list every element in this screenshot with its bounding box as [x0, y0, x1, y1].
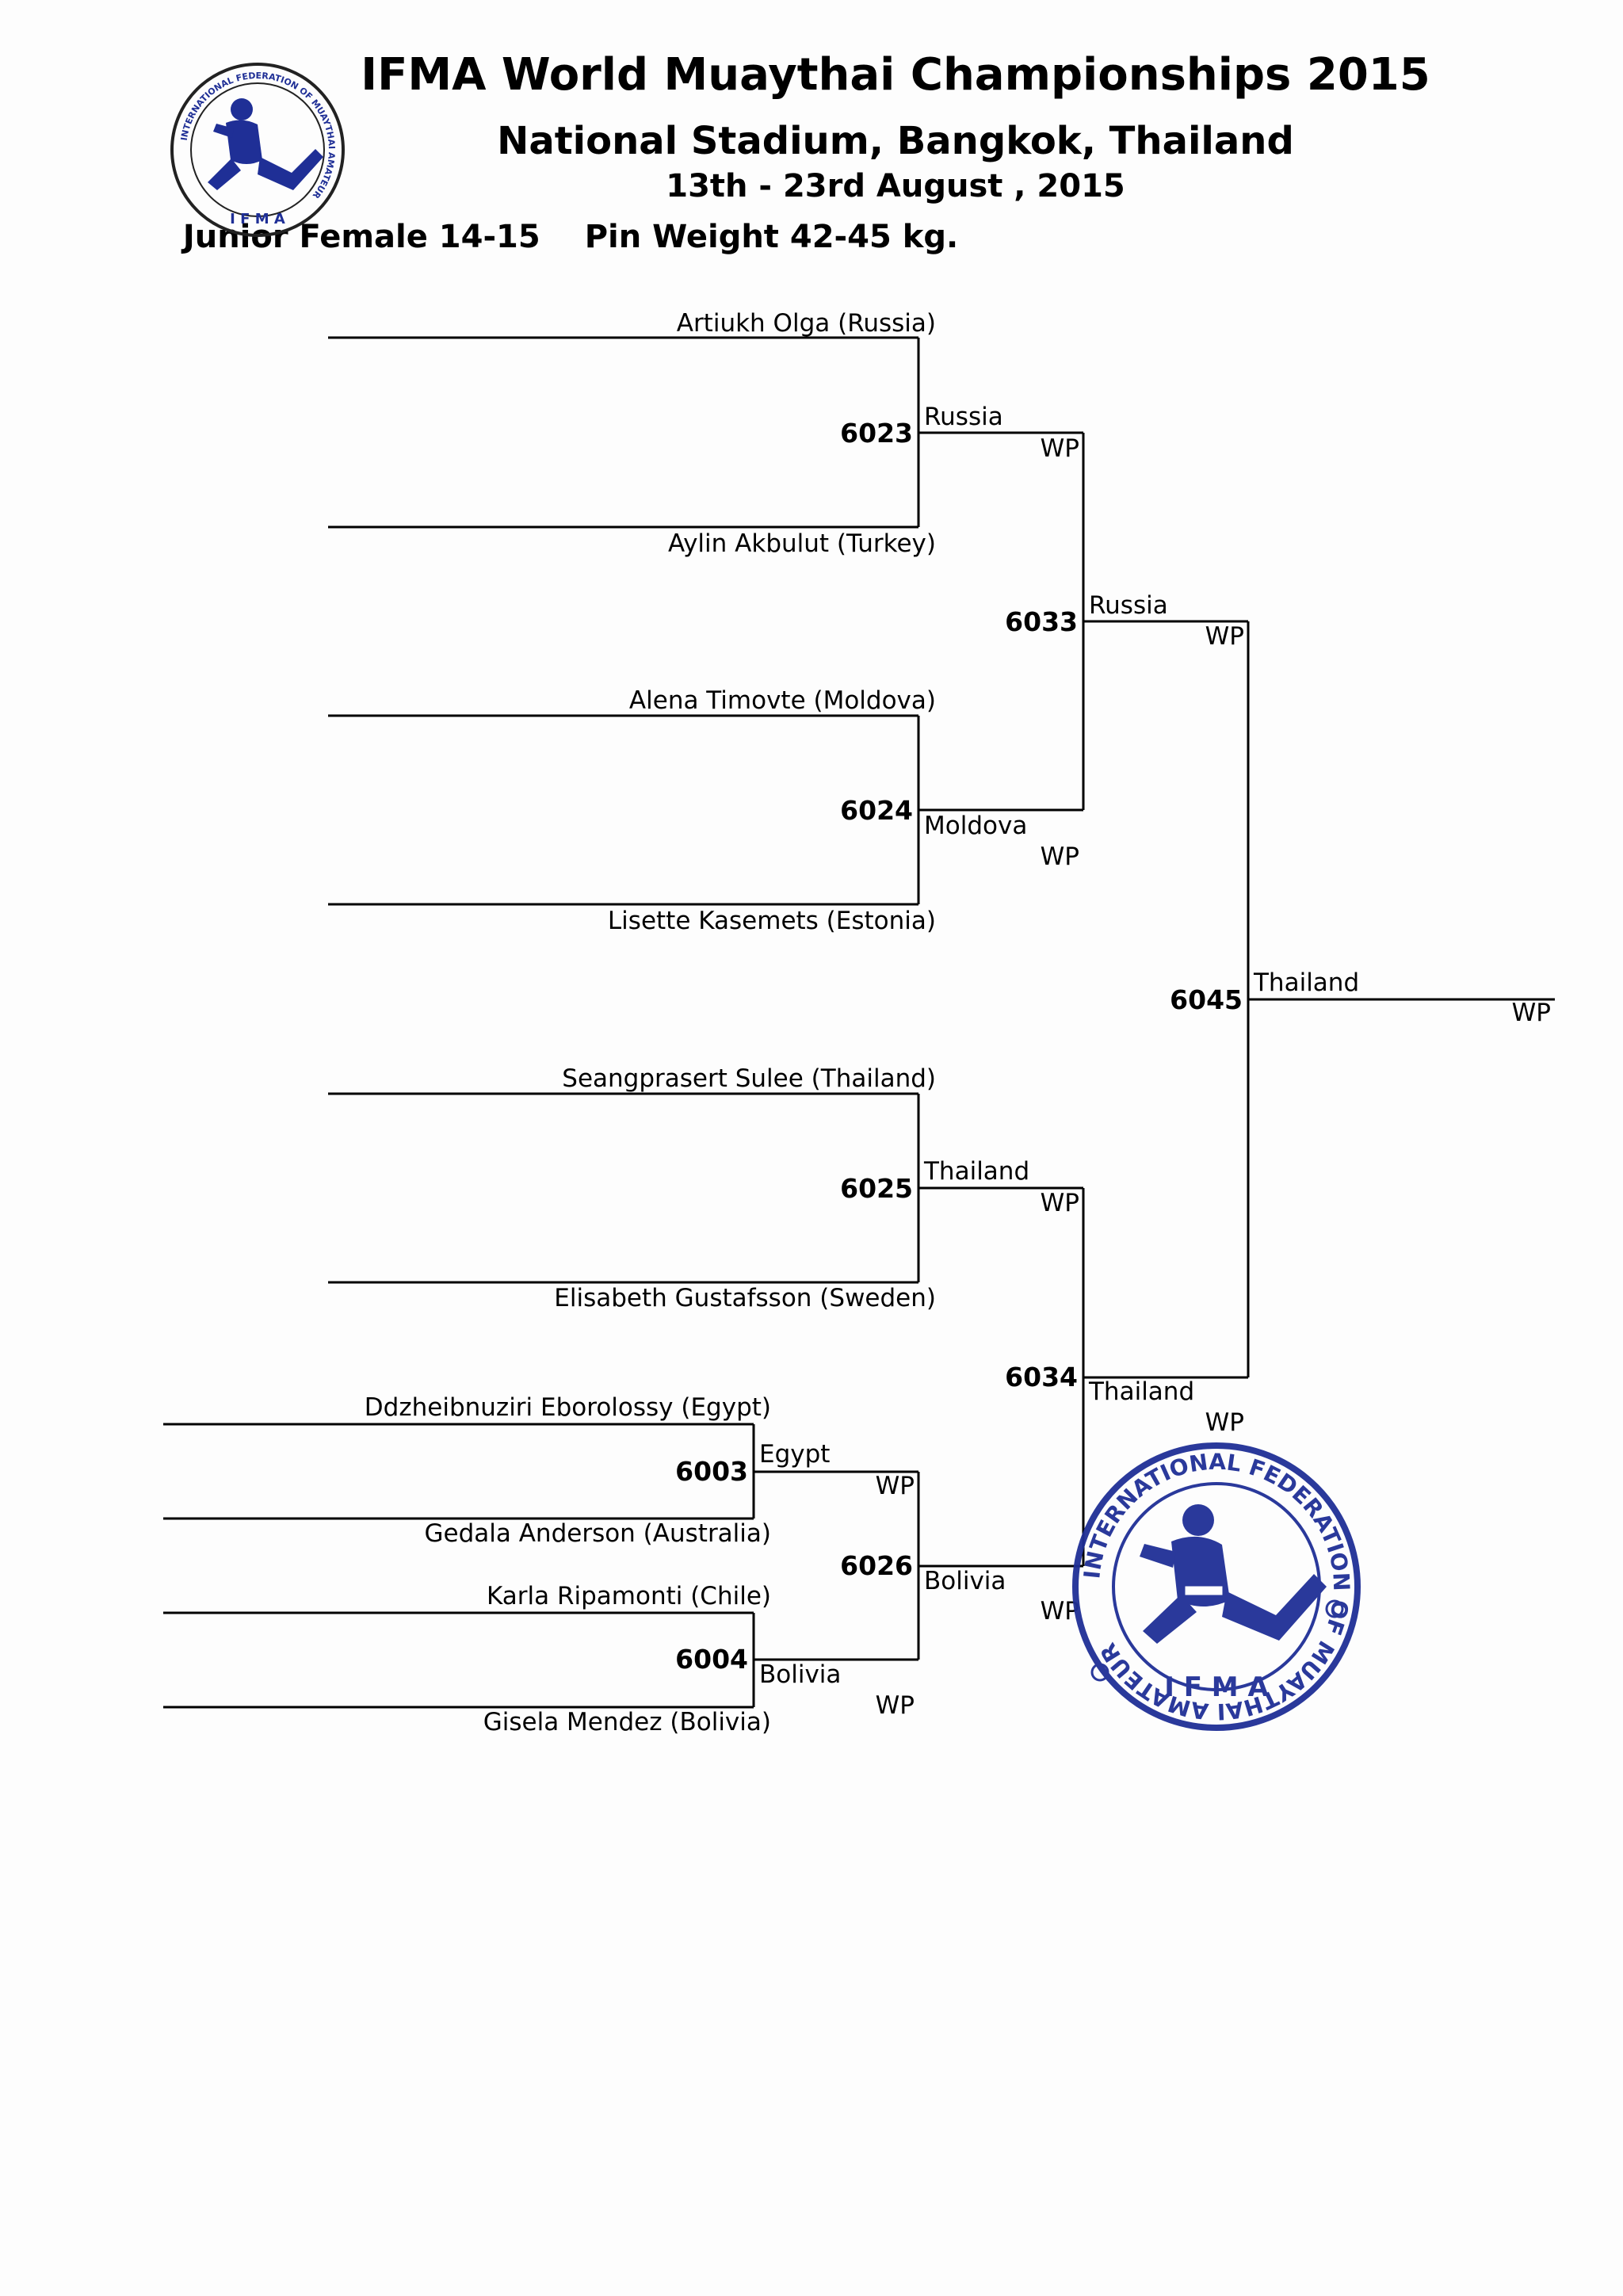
fighter-name: Lisette Kasemets (Estonia): [608, 907, 936, 935]
bout-winner: Bolivia: [759, 1660, 841, 1689]
fighter-name: Ddzheibnuziri Eborolossy (Egypt): [365, 1393, 771, 1422]
fighter-name: Gisela Mendez (Bolivia): [483, 1708, 771, 1736]
bout-result: WP: [876, 1472, 915, 1500]
fighter-name: Elisabeth Gustafsson (Sweden): [554, 1284, 936, 1312]
bout-number: 6023: [840, 418, 913, 449]
bout-result: WP: [1512, 999, 1551, 1027]
fighter-name: Alena Timovte (Moldova): [629, 686, 936, 715]
bout-6045: 6045 Thailand WP: [1170, 968, 1551, 1027]
bout-winner: Moldova: [924, 812, 1027, 840]
bout-result: WP: [876, 1691, 915, 1720]
bout-winner: Thailand: [1088, 1377, 1194, 1406]
bout-winner: Egypt: [759, 1440, 830, 1469]
fighter-names: Artiukh Olga (Russia) Aylin Akbulut (Tur…: [365, 309, 936, 1736]
bout-winner: Thailand: [1253, 968, 1359, 997]
bout-number: 6004: [675, 1644, 748, 1675]
bout-6034: 6034 Thailand WP: [1005, 1362, 1244, 1437]
fighter-name: Gedala Anderson (Australia): [424, 1519, 771, 1548]
fighter-name: Artiukh Olga (Russia): [677, 309, 936, 338]
bout-6026: 6026 Bolivia WP: [840, 1550, 1079, 1626]
bout-winner: Bolivia: [924, 1567, 1006, 1595]
bout-winner: Russia: [924, 403, 1003, 431]
stamp-acronym: I F M A: [1164, 1671, 1269, 1703]
bout-result: WP: [1041, 842, 1079, 871]
bout-6024: 6024 Moldova WP: [840, 795, 1079, 871]
bout-number: 6024: [840, 795, 913, 826]
bout-number: 6034: [1005, 1362, 1078, 1392]
bout-result: WP: [1041, 434, 1079, 463]
bout-result: WP: [1205, 622, 1244, 651]
bout-number: 6026: [840, 1550, 913, 1581]
bout-winner: Russia: [1089, 591, 1168, 620]
bout-number: 6033: [1005, 606, 1078, 637]
bout-number: 6025: [840, 1173, 913, 1204]
bout-number: 6045: [1170, 984, 1243, 1015]
logo-acronym: I F M A: [230, 211, 285, 227]
fighter-silhouette-icon: [208, 98, 323, 190]
bout-winner: Thailand: [923, 1157, 1029, 1186]
fighter-name: Aylin Akbulut (Turkey): [668, 529, 936, 558]
fighter-name: Seangprasert Sulee (Thailand): [562, 1064, 936, 1093]
ifma-stamp: INTERNATIONAL FEDERATION OF MUAYTHAI AMA…: [1075, 1446, 1358, 1728]
bout-result: WP: [1041, 1189, 1079, 1217]
fighter-name: Karla Ripamonti (Chile): [487, 1582, 771, 1610]
bout-6003: 6003 Egypt WP: [675, 1440, 915, 1500]
ifma-logo: INTERNATIONAL FEDERATION OF MUAYTHAI AMA…: [172, 64, 343, 235]
bout-number: 6003: [675, 1456, 748, 1487]
bout-result: WP: [1205, 1408, 1244, 1437]
